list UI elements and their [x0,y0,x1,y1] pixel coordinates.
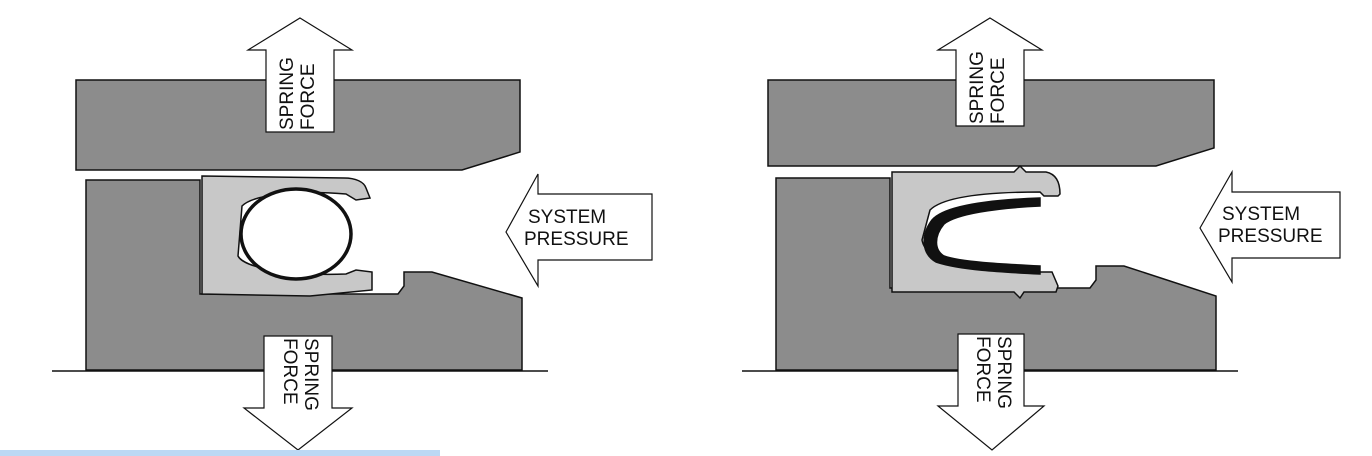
right-pressure-label-2: PRESSURE [1218,226,1323,247]
left-lower-housing [85,179,523,371]
bottom-highlight-bar [0,450,440,456]
right-seal-jacket [891,164,1061,300]
right-v-spring [923,197,1041,275]
left-pressure-label-2: PRESSURE [524,229,629,250]
right-spring-force-down-arrow: SPRING FORCE [936,333,1046,451]
left-down-arrow-label-2: FORCE [279,338,300,405]
left-up-arrow-label-1: SPRING [277,57,298,130]
right-pressure-label-1: SYSTEM [1222,204,1300,225]
left-seal-jacket [201,175,373,297]
right-down-arrow-label-1: SPRING [993,336,1014,409]
left-pressure-label-1: SYSTEM [528,207,606,228]
left-down-arrow-label-1: SPRING [300,338,321,411]
left-circular-spring [239,187,353,281]
left-spring-force-up-arrow: SPRING FORCE [245,17,355,133]
right-spring-force-up-arrow: SPRING FORCE [935,17,1045,127]
left-spring-force-down-arrow: SPRING FORCE [242,335,354,451]
right-lower-housing [775,177,1217,371]
right-up-arrow-label-1: SPRING [967,51,988,124]
left-up-arrow-label-2: FORCE [298,64,319,131]
left-system-pressure-arrow: SYSTEM PRESSURE [505,173,653,289]
right-down-arrow-label-2: FORCE [972,336,993,403]
right-system-pressure-arrow: SYSTEM PRESSURE [1199,169,1341,285]
right-up-arrow-label-2: FORCE [988,58,1009,125]
